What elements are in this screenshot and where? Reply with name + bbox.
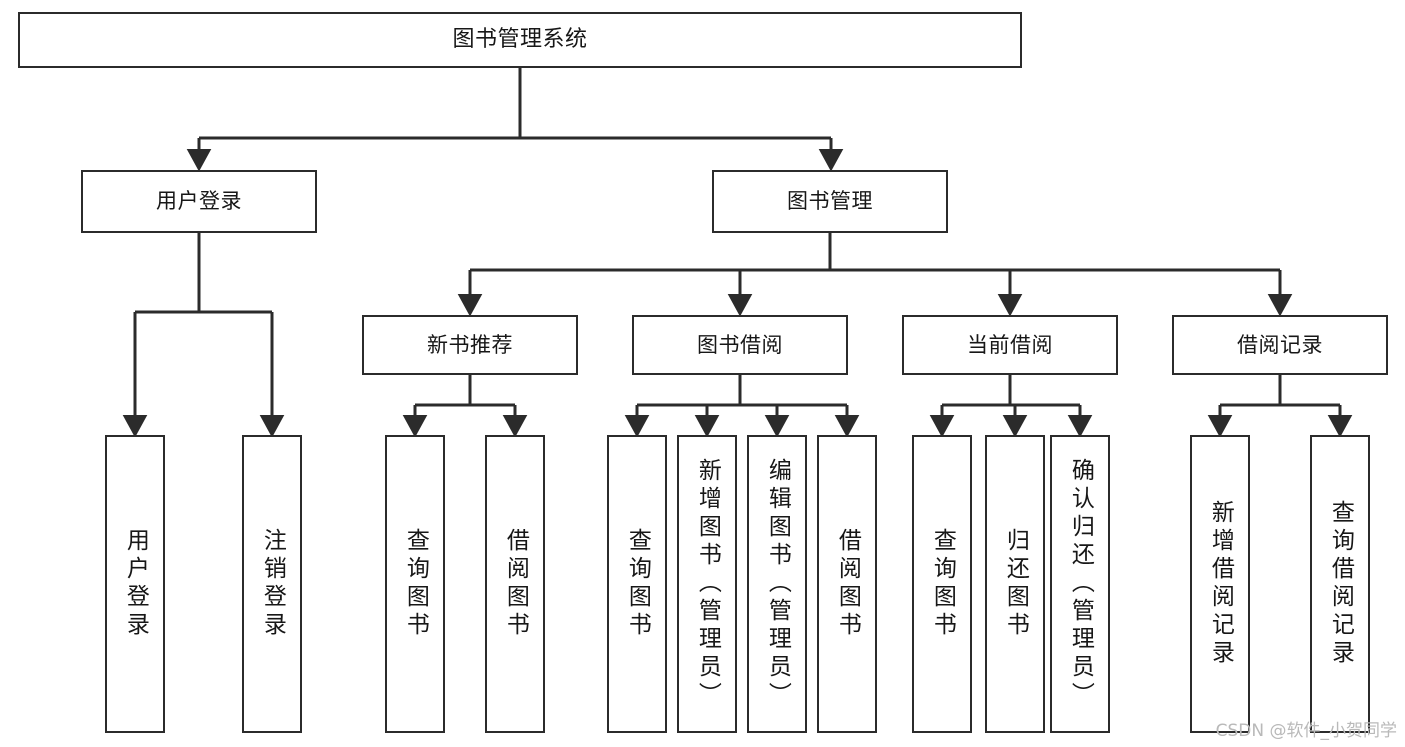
leaf-bw-edit-book-admin-label: 编辑图书（管理员） <box>764 458 791 710</box>
leaf-cb-return-book[interactable]: 归还图书 <box>985 435 1045 733</box>
node-borrow-record-label: 借阅记录 <box>1237 332 1323 357</box>
leaf-user-login-label: 用户登录 <box>122 528 149 640</box>
node-user-login-label: 用户登录 <box>156 189 242 213</box>
node-book-borrow-label: 图书借阅 <box>697 332 783 357</box>
leaf-br-query-record-label: 查询借阅记录 <box>1327 500 1354 668</box>
leaf-br-add-record[interactable]: 新增借阅记录 <box>1190 435 1250 733</box>
leaf-user-login[interactable]: 用户登录 <box>105 435 165 733</box>
node-book-management[interactable]: 图书管理 <box>712 170 948 233</box>
leaf-cb-confirm-return-admin[interactable]: 确认归还（管理员） <box>1050 435 1110 733</box>
leaf-bw-edit-book-admin[interactable]: 编辑图书（管理员） <box>747 435 807 733</box>
node-borrow-record[interactable]: 借阅记录 <box>1172 315 1388 375</box>
leaf-nb-borrow-book-label: 借阅图书 <box>502 528 529 640</box>
leaf-logout[interactable]: 注销登录 <box>242 435 302 733</box>
leaf-cb-query-book[interactable]: 查询图书 <box>912 435 972 733</box>
node-new-book-recommend[interactable]: 新书推荐 <box>362 315 578 375</box>
leaf-bw-add-book-admin-label: 新增图书（管理员） <box>694 458 721 710</box>
leaf-nb-query-book[interactable]: 查询图书 <box>385 435 445 733</box>
node-book-management-label: 图书管理 <box>787 189 873 213</box>
node-root[interactable]: 图书管理系统 <box>18 12 1022 68</box>
leaf-cb-query-book-label: 查询图书 <box>929 528 956 640</box>
leaf-nb-borrow-book[interactable]: 借阅图书 <box>485 435 545 733</box>
leaf-bw-add-book-admin[interactable]: 新增图书（管理员） <box>677 435 737 733</box>
leaf-br-add-record-label: 新增借阅记录 <box>1207 500 1234 668</box>
node-root-label: 图书管理系统 <box>452 27 588 52</box>
leaf-cb-return-book-label: 归还图书 <box>1002 528 1029 640</box>
leaf-bw-query-book[interactable]: 查询图书 <box>607 435 667 733</box>
node-current-borrow[interactable]: 当前借阅 <box>902 315 1118 375</box>
leaf-cb-confirm-return-admin-label: 确认归还（管理员） <box>1067 458 1094 710</box>
leaf-nb-query-book-label: 查询图书 <box>402 528 429 640</box>
leaf-bw-borrow-book[interactable]: 借阅图书 <box>817 435 877 733</box>
csdn-watermark: CSDN @软件_小贺同学 <box>1215 721 1397 741</box>
node-book-borrow[interactable]: 图书借阅 <box>632 315 848 375</box>
node-current-borrow-label: 当前借阅 <box>967 332 1053 357</box>
leaf-logout-label: 注销登录 <box>259 528 286 640</box>
node-user-login[interactable]: 用户登录 <box>81 170 317 233</box>
node-new-book-recommend-label: 新书推荐 <box>427 332 513 357</box>
leaf-br-query-record[interactable]: 查询借阅记录 <box>1310 435 1370 733</box>
leaf-bw-query-book-label: 查询图书 <box>624 528 651 640</box>
leaf-bw-borrow-book-label: 借阅图书 <box>834 528 861 640</box>
